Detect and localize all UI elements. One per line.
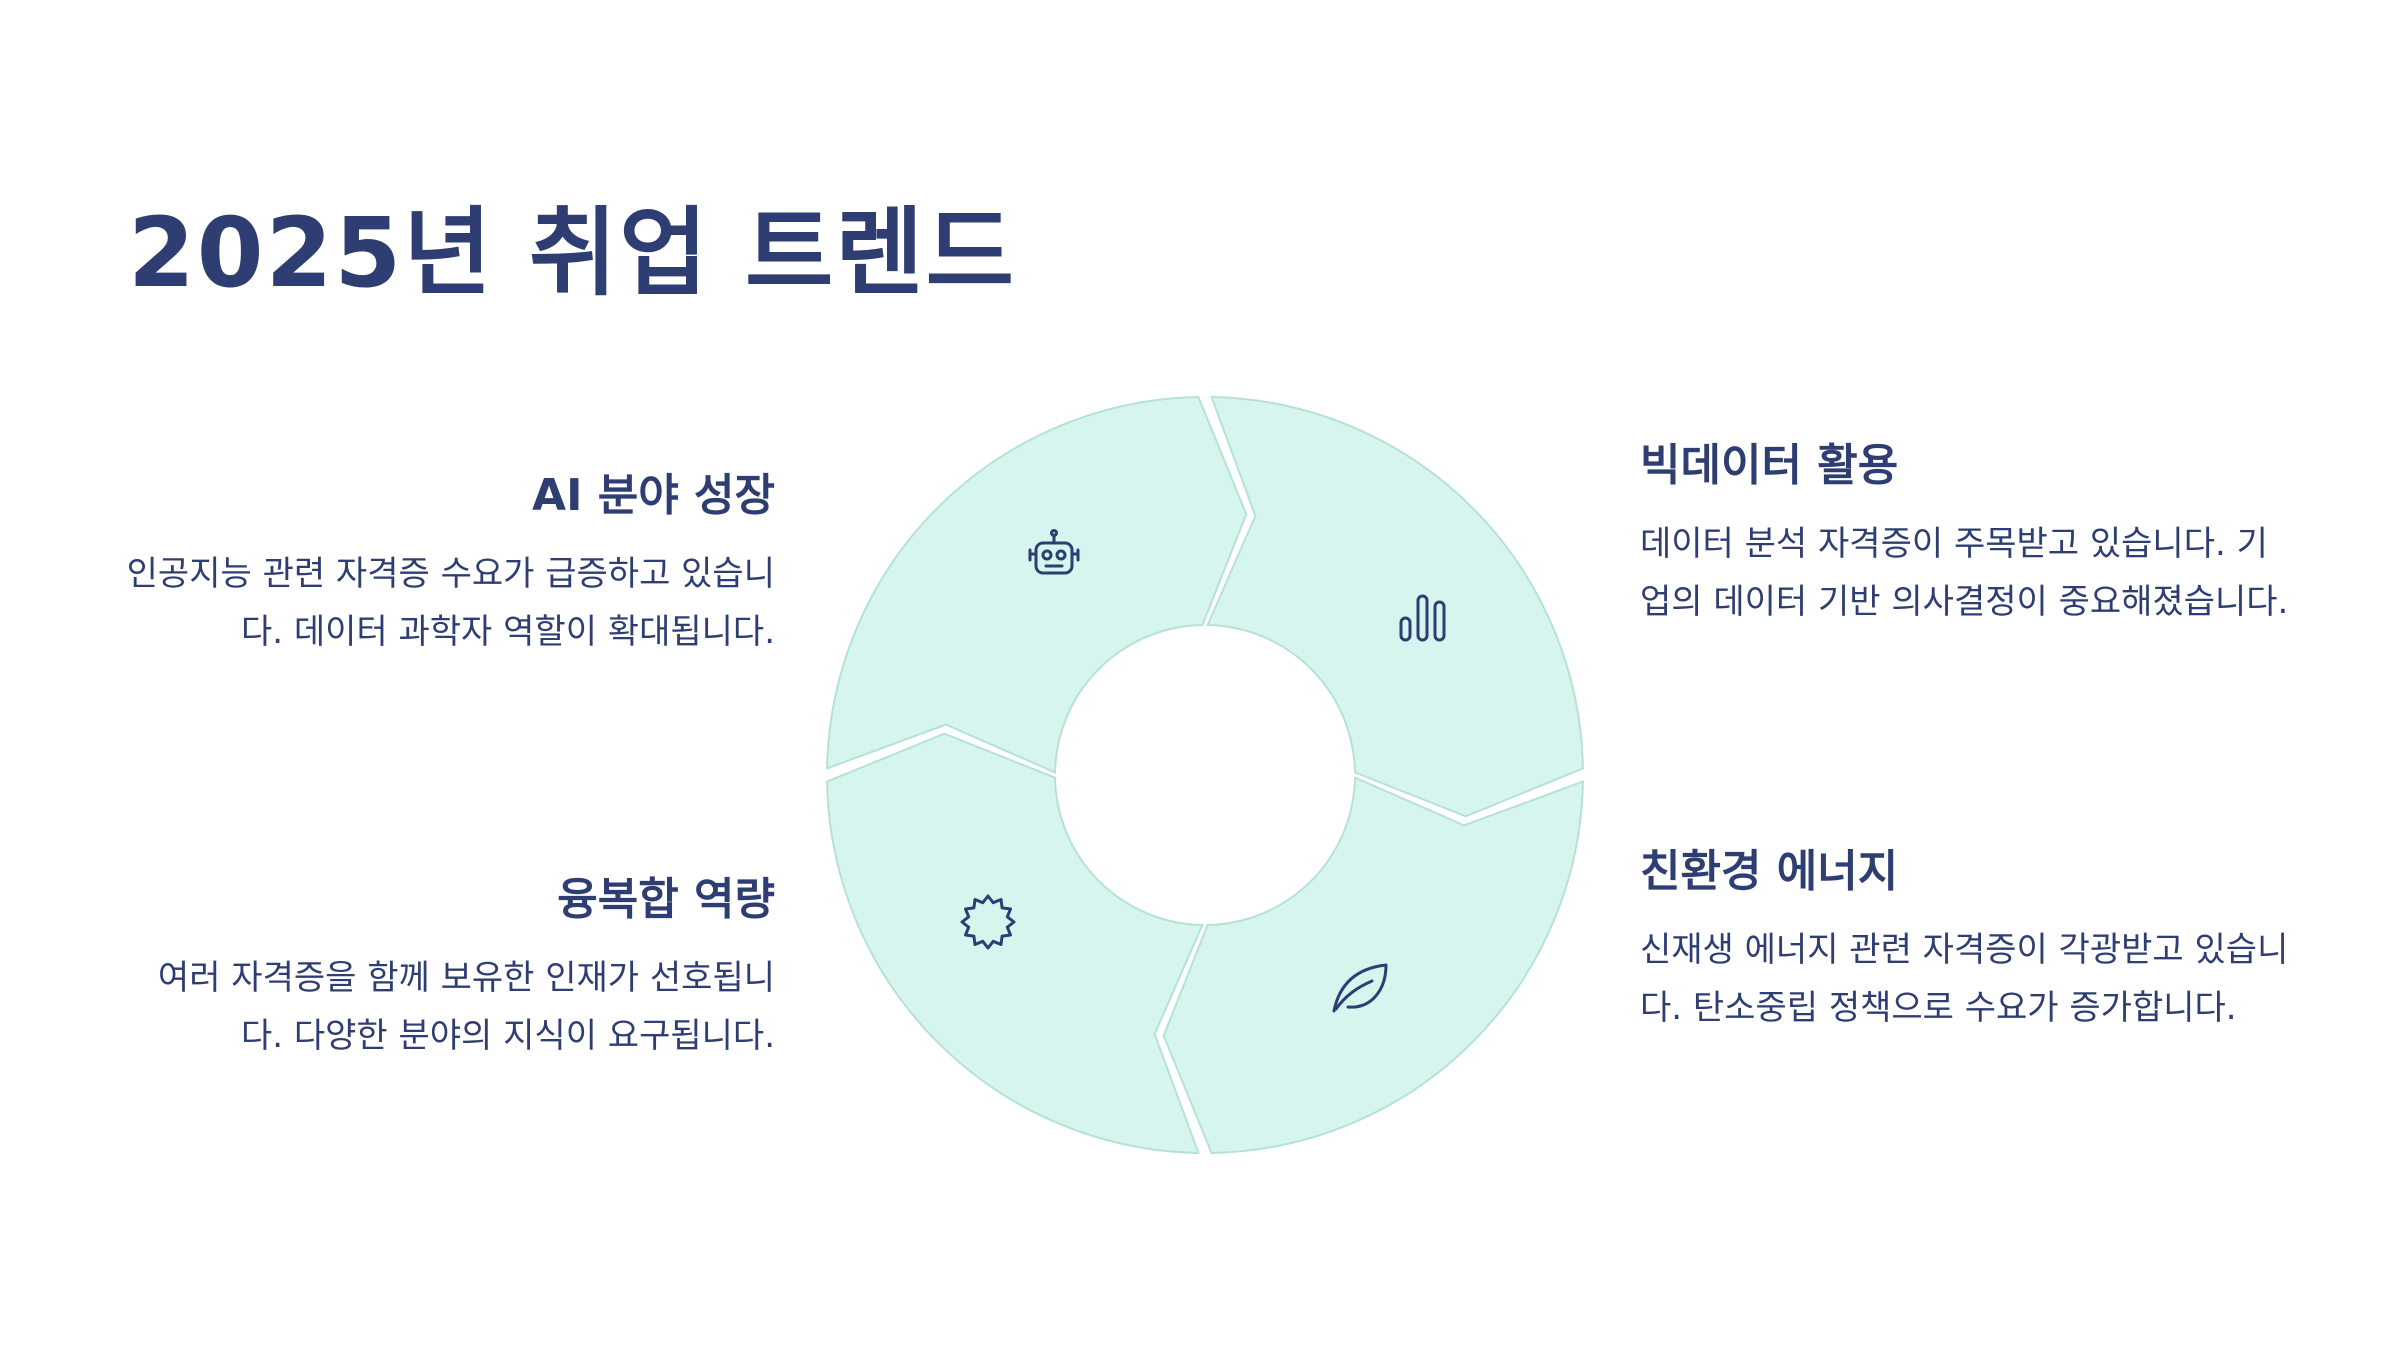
segment-bigdata — [1206, 396, 1584, 818]
item-energy-heading: 친환경 에너지 — [1640, 846, 1899, 897]
item-bigdata-heading: 빅데이터 활용 — [1640, 440, 1899, 491]
item-convergence-body: 여러 자격증을 함께 보유한 인재가 선호됩니다. 다양한 분야의 지식이 요구… — [157, 957, 775, 1056]
page-title: 2025년 취업 트렌드 — [128, 197, 1016, 309]
item-energy-body: 신재생 에너지 관련 자격증이 각광받고 있습니다. 탄소중립 정책으로 수요가… — [1640, 929, 2289, 1028]
segment-convergence — [826, 732, 1204, 1154]
robot-icon — [1028, 529, 1080, 575]
item-ai-heading: AI 분야 성장 — [532, 470, 775, 521]
item-energy-block: 친환경 에너지 신재생 에너지 관련 자격증이 각광받고 있습니다. 탄소중립 … — [1640, 846, 2290, 1037]
leaf-icon — [1332, 963, 1388, 1013]
item-bigdata-block: 빅데이터 활용 데이터 분석 자격증이 주목받고 있습니다. 기업의 데이터 기… — [1640, 440, 2290, 631]
item-convergence-block: 융복합 역량 여러 자격증을 함께 보유한 인재가 선호됩니다. 다양한 분야의… — [125, 874, 775, 1065]
item-ai-body: 인공지능 관련 자격증 수요가 급증하고 있습니다. 데이터 과학자 역할이 확… — [126, 553, 775, 652]
segment-energy — [1162, 776, 1584, 1154]
item-bigdata-body: 데이터 분석 자격증이 주목받고 있습니다. 기업의 데이터 기반 의사결정이 … — [1640, 523, 2289, 622]
item-convergence-heading: 융복합 역량 — [557, 874, 775, 925]
segment-ai — [826, 396, 1248, 774]
item-ai-block: AI 분야 성장 인공지능 관련 자격증 수요가 급증하고 있습니다. 데이터 … — [125, 470, 775, 661]
badge-icon — [960, 894, 1016, 950]
bar-chart-icon — [1399, 594, 1446, 642]
